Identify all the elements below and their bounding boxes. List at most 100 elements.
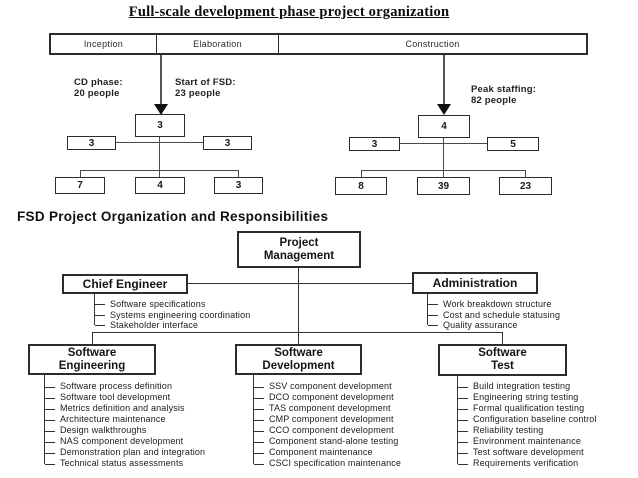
org-box-label: Software [478,347,527,359]
annotation-line: Start of FSD: [175,77,236,88]
branch-tick-icon [428,304,438,306]
org-box-label: Engineering [58,359,126,372]
responsibility-label: Stakeholder interface [110,320,199,330]
connector-line [80,170,238,171]
responsibility-item: CCO component development [254,425,401,436]
responsibility-label: Software process definition [60,381,173,391]
branch-tick-icon [45,419,55,421]
staff-count-box: 8 [335,177,387,195]
responsibility-label: Demonstration plan and integration [60,447,206,457]
branch-tick-icon [458,430,468,432]
responsibility-item: Quality assurance [428,320,560,331]
responsibility-label: Formal qualification testing [473,403,585,413]
responsibility-item: Component maintenance [254,447,401,458]
branch-tick-icon [45,463,55,465]
staff-count-box: 4 [418,115,470,138]
connector-line [116,142,203,143]
responsibility-item: CSCI specification maintenance [254,458,401,469]
responsibility-item: Reliability testing [458,425,597,436]
responsibility-label: Systems engineering coordination [110,309,251,320]
branch-tick-icon [458,452,468,454]
org-box-administration: Administration [412,272,538,294]
connector-line [400,143,487,144]
responsibility-item: Requirements verification [458,458,597,469]
branch-tick-icon [458,386,468,388]
responsibility-item: Environment maintenance [458,436,597,447]
branch-tick-icon [428,325,438,327]
section-heading: FSD Project Organization and Responsibil… [17,209,329,224]
annotation-start-of-fsd: Start of FSD: 23 people [175,77,236,99]
branch-tick-icon [458,463,468,465]
connector-line [525,170,526,177]
down-arrow-icon [154,104,168,115]
down-arrow-icon [437,104,451,115]
connector-line [80,170,81,177]
responsibility-item: CMP component development [254,414,401,425]
responsibility-item: SSV component development [254,381,401,392]
annotation-line: 82 people [471,94,517,106]
responsibility-label: Work breakdown structure [443,299,552,309]
responsibility-label: Technical status assessments [60,458,184,468]
branch-tick-icon [254,452,264,454]
staff-count-box: 3 [135,114,185,137]
responsibility-label: DCO component development [269,392,394,402]
org-box-label: Project [279,236,319,249]
responsibility-label: Environment maintenance [473,436,582,446]
responsibility-item: Software tool development [45,392,205,403]
branch-tick-icon [45,441,55,443]
org-box-software-development: Software Development [235,344,362,375]
responsibility-item: Design walkthroughs [45,425,205,436]
connector-line [298,268,299,344]
responsibility-label: Configuration baseline control [473,414,597,424]
org-box-label: Software [67,346,117,359]
responsibility-item: DCO component development [254,392,401,403]
annotation-line: CD phase: [74,77,123,88]
responsibility-label: Engineering string testing [473,392,579,402]
responsibility-label: Requirements verification [473,458,579,468]
responsibility-item: Build integration testing [458,381,597,392]
org-box-label: Management [263,249,335,262]
branch-tick-icon [45,386,55,388]
branch-tick-icon [254,430,264,432]
staff-count-box: 5 [487,137,539,151]
annotation-peak-staffing: Peak staffing: 82 people [471,84,536,106]
branch-tick-icon [254,463,264,465]
org-box-label: Chief Engineer [82,277,168,291]
responsibility-item: Systems engineering coordination [95,310,250,321]
connector-line [92,332,93,344]
branch-tick-icon [254,386,264,388]
branch-tick-icon [254,397,264,399]
responsibility-label: CSCI specification maintenance [269,458,402,468]
responsibility-item: Software process definition [45,381,205,392]
phase-construction: Construction [405,39,460,49]
staff-count-box: 39 [417,177,470,195]
branch-tick-icon [45,430,55,432]
branch-tick-icon [95,325,105,327]
org-box-chief-engineer: Chief Engineer [62,274,188,294]
org-box-software-test: Software Test [438,344,567,376]
responsibility-label: CCO component development [269,425,394,435]
slide-title: Full-scale development phase project org… [128,4,450,20]
staff-count-box: 3 [349,137,400,151]
responsibility-item: Formal qualification testing [458,403,597,414]
responsibility-label: Test software development [473,447,584,457]
branch-tick-icon [45,452,55,454]
responsibility-label: Component stand-alone testing [269,436,399,446]
branch-tick-icon [95,304,105,306]
responsibility-item: Metrics definition and analysis [45,403,205,414]
responsibility-item: Component stand-alone testing [254,436,401,447]
responsibility-label: CMP component development [269,414,394,424]
branch-tick-icon [95,314,105,316]
staff-count-box: 4 [135,177,185,194]
responsibility-item: Test software development [458,447,597,458]
responsibility-label: Software specifications [110,299,206,309]
connector-line [238,170,239,177]
responsibility-label: Architecture maintenance [60,414,166,424]
connector-line [361,170,362,177]
